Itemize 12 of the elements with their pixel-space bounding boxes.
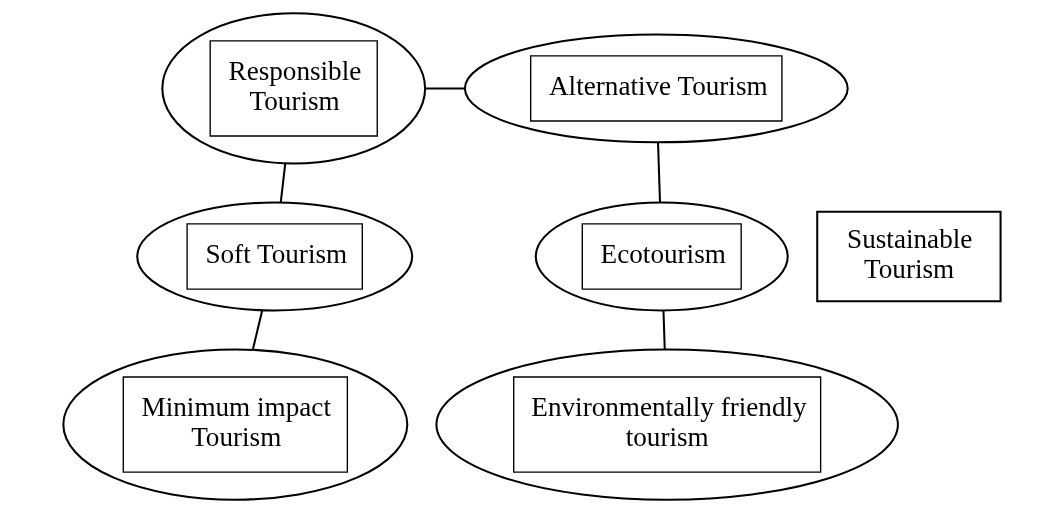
node-ellipse: Minimum impact Tourism <box>61 348 408 501</box>
node-ellipse: Environmentally friendly tourism <box>434 348 899 501</box>
connector <box>656 142 661 203</box>
node-ellipse: Soft Tourism <box>135 201 413 312</box>
connector <box>251 309 263 350</box>
node-ellipse: Ecotourism <box>534 201 789 312</box>
node-box: Sustainable Tourism <box>815 210 1002 303</box>
connector <box>279 163 286 203</box>
connector <box>661 310 666 350</box>
node-ellipse: Alternative Tourism <box>463 33 849 144</box>
connector <box>424 87 465 90</box>
node-ellipse: Responsible Tourism <box>160 12 426 165</box>
